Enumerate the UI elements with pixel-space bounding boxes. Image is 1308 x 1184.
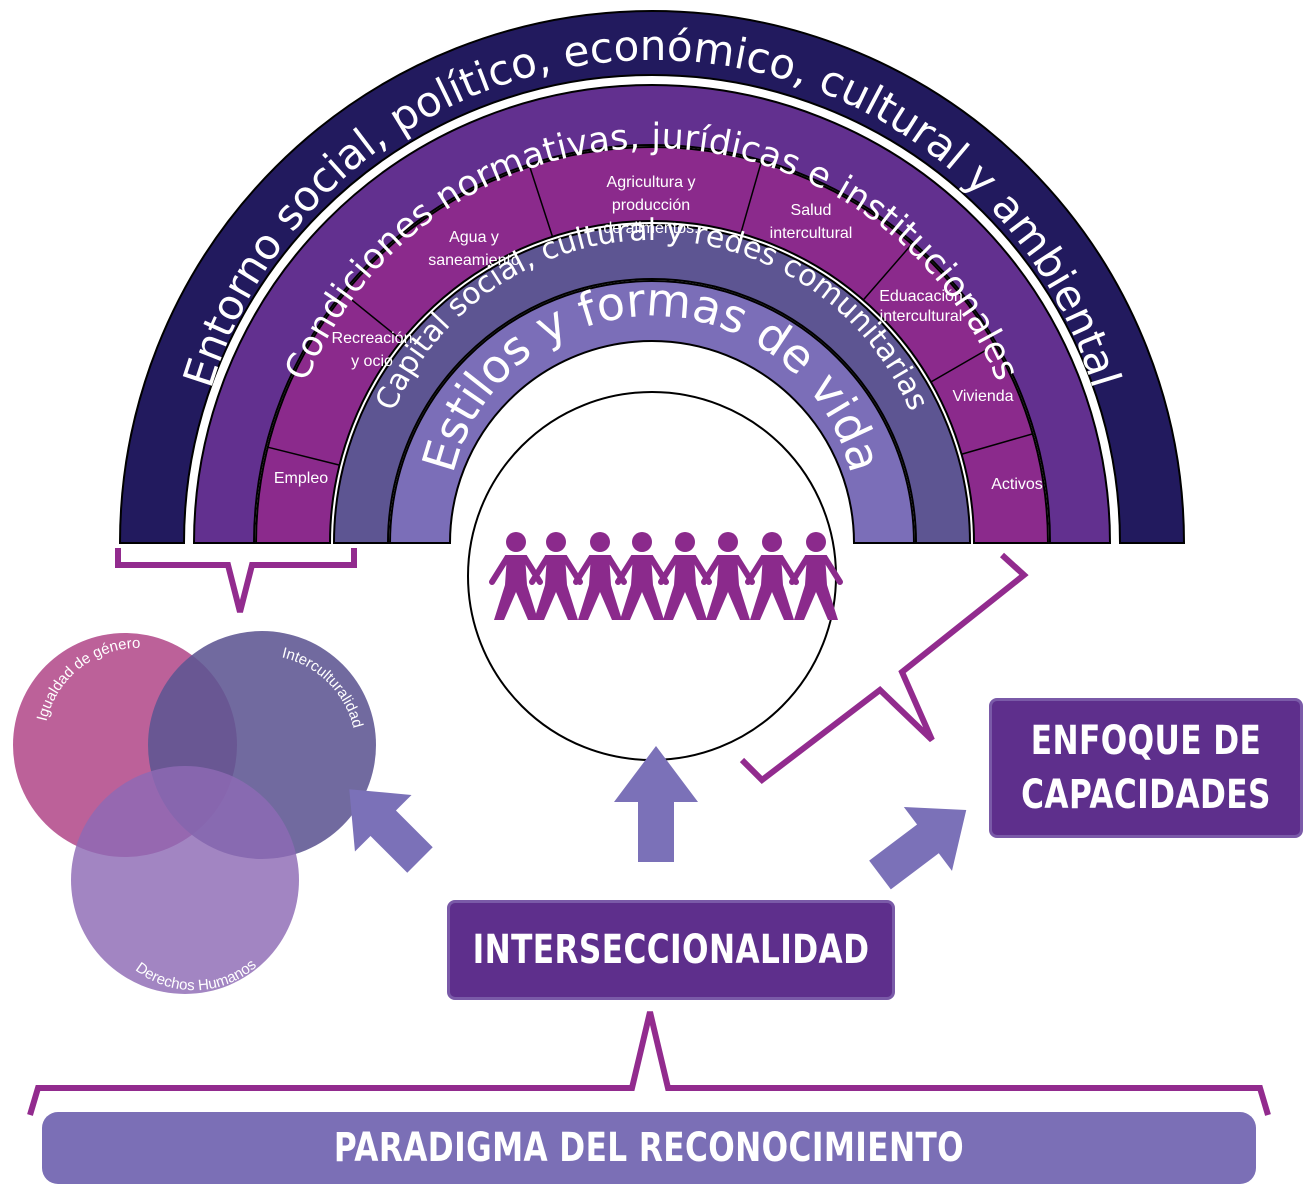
estilos-ring	[388, 280, 916, 544]
segment-divider	[961, 433, 1033, 455]
person-figure	[529, 532, 583, 620]
arrow-left	[349, 789, 433, 873]
bottom-brace	[27, 1011, 1271, 1116]
segment-empleo: Empleo	[274, 470, 328, 487]
person-figure	[701, 532, 755, 620]
right-bracket	[739, 552, 1029, 784]
segments-ring	[254, 146, 1050, 544]
people-chain-icon	[489, 532, 843, 620]
arrow-right	[869, 806, 967, 890]
paradigma-box: PARADIGMA DEL RECONOCIMIENTO	[42, 1112, 1256, 1184]
segment-divider	[343, 293, 403, 341]
segment-divider	[528, 166, 554, 237]
segment-divider	[930, 344, 996, 383]
segment-divider	[267, 446, 340, 466]
interseccionalidad-box: INTERSECCIONALIDAD	[447, 900, 895, 1000]
capital-ring	[332, 224, 972, 544]
person-figure	[789, 532, 843, 620]
person-figure	[615, 532, 669, 620]
segment-dividers	[267, 162, 1033, 466]
enfoque-capacidades-box: ENFOQUE DE CAPACIDADES	[989, 698, 1303, 838]
venn-circle-derechos	[71, 766, 299, 994]
segment-divider	[862, 243, 913, 301]
segment-activos: Activos	[991, 476, 1043, 493]
person-figure	[745, 532, 799, 620]
person-figure	[489, 532, 543, 620]
person-figure	[573, 532, 627, 620]
arrow-up	[614, 746, 698, 862]
entorno-ring	[118, 10, 1186, 544]
paradigma-label: PARADIGMA DEL RECONOCIMIENTO	[333, 1125, 965, 1171]
condiciones-ring	[192, 84, 1112, 544]
person-figure	[658, 532, 712, 620]
left-bracket	[115, 548, 357, 613]
venn-diagram: Igualdad de género Interculturalidad Der…	[13, 631, 376, 994]
segment-vivienda: Vivienda	[952, 388, 1013, 405]
segment-divider	[740, 162, 762, 234]
enfoque-capacidades-label: ENFOQUE DE CAPACIDADES	[1021, 718, 1271, 818]
interseccionalidad-label: INTERSECCIONALIDAD	[472, 927, 870, 973]
